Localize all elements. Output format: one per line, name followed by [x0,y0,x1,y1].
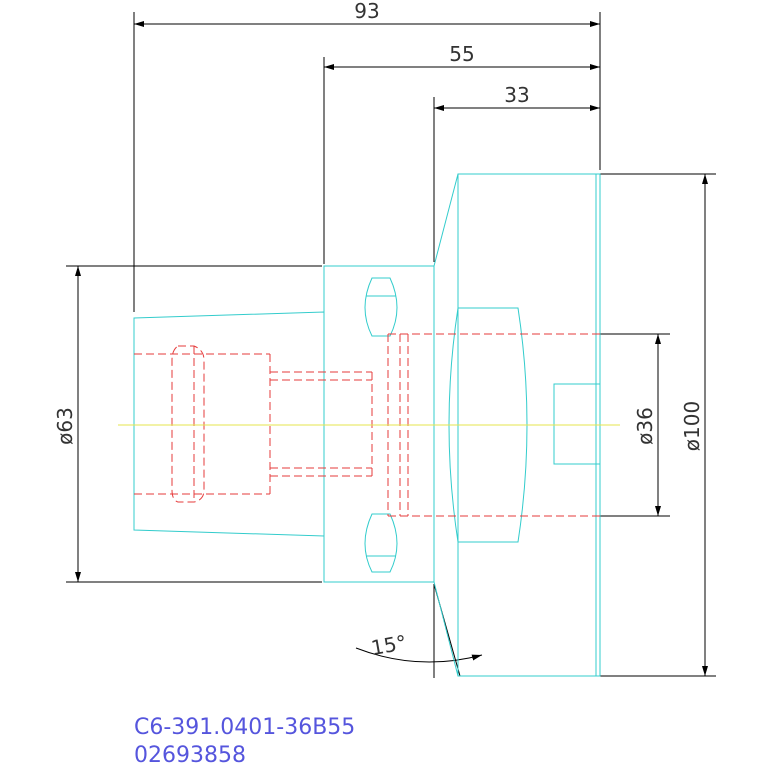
part-number: C6-391.0401-36B55 [134,715,355,740]
part-outline [133,173,601,677]
dim-33-label: 33 [504,83,529,107]
article-number: 02693858 [134,743,246,767]
dimension-lines [66,12,716,678]
dim-angle-label: 15° [369,630,408,660]
dim-dia63-label: ø63 [53,407,77,445]
dim-dia100-label: ø100 [680,401,704,451]
dim-dia36-label: ø36 [633,407,657,445]
dim-93-label: 93 [354,0,379,23]
dim-55-label: 55 [449,42,474,66]
